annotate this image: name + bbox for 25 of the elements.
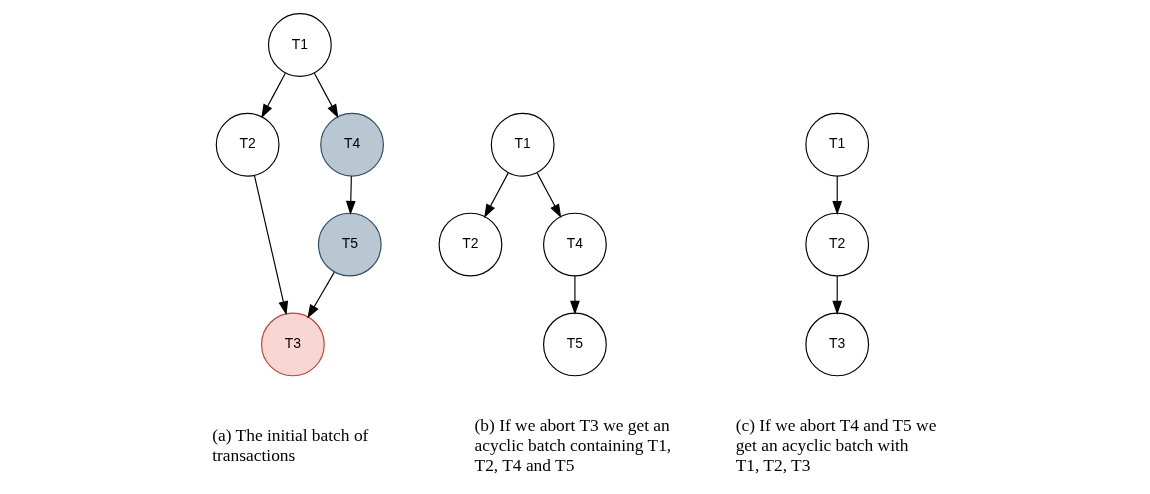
node-circle: T1 <box>267 12 332 77</box>
arrow <box>306 271 335 318</box>
arrow <box>831 175 842 215</box>
arrow <box>253 174 288 315</box>
arrow <box>831 275 842 315</box>
node-circle: T2 <box>438 212 502 276</box>
arrow <box>536 172 561 218</box>
node-circle: T5 <box>542 312 607 376</box>
label: (c) If we abort T4 and T5 we get an acyclic batch with T1, T2, T3 <box>735 414 936 475</box>
arrow <box>260 72 286 118</box>
node-circle: T1 <box>490 112 555 177</box>
node-circle: T3 <box>804 312 869 376</box>
node-circle: T1 <box>804 112 869 177</box>
node-circle: T5 <box>317 212 382 276</box>
label: (a) The initial batch of transactions <box>211 424 368 465</box>
arrow <box>569 275 580 315</box>
arrow <box>345 175 356 215</box>
node-circle: T3 <box>260 312 325 376</box>
arrow <box>313 72 338 118</box>
node-circle: T4 <box>542 212 607 276</box>
arrow <box>483 172 509 218</box>
label: (b) If we abort T3 we get an acyclic batch containing T1, T2, T4 and T5 <box>474 414 671 475</box>
node-circle: T4 <box>319 112 384 177</box>
node-circle: T2 <box>215 112 280 177</box>
node-circle: T2 <box>804 212 869 276</box>
